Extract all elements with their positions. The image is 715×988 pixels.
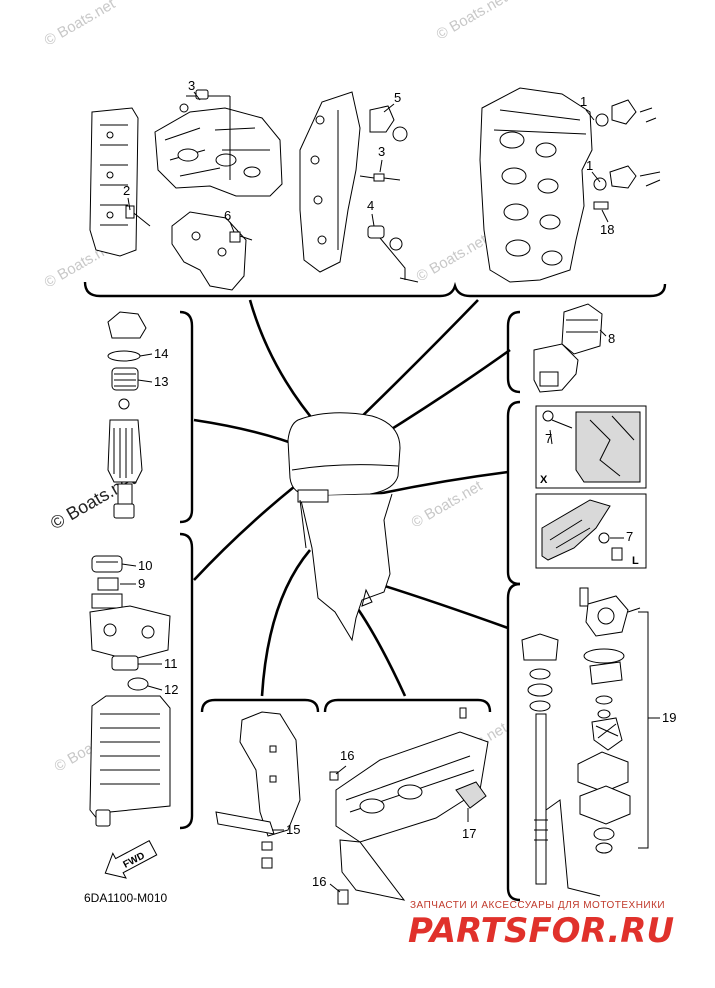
- leader-14: [139, 353, 153, 357]
- leader-1b: [591, 171, 601, 183]
- callout-1-lower: 1: [586, 158, 593, 173]
- leader-5: [383, 103, 395, 113]
- callout-7-x: 7: [545, 431, 552, 446]
- exhaust-cover-assembly: [89, 107, 151, 257]
- leader-bottom-left: [260, 549, 311, 697]
- leader-13: [137, 379, 153, 383]
- callout-8: 8: [608, 331, 615, 346]
- brand-tagline: ЗАПЧАСТИ И АКСЕССУАРЫ ДЛЯ МОТОТЕХНИКИ: [410, 900, 665, 911]
- oil-filter-assembly: [533, 303, 603, 393]
- bracket-bottom-left: [200, 698, 320, 713]
- leader-19: [638, 611, 660, 849]
- callout-9: 9: [138, 576, 145, 591]
- callout-18: 18: [600, 222, 614, 237]
- callout-2: 2: [123, 183, 130, 198]
- cylinder-block-left: [154, 89, 283, 197]
- vapor-separator-assembly: [89, 555, 171, 827]
- callout-6: 6: [224, 208, 231, 223]
- leader-8: [599, 329, 607, 337]
- callout-17: 17: [462, 826, 476, 841]
- leader-18: [601, 209, 609, 223]
- callout-16-lower: 16: [312, 874, 326, 889]
- bracket-top: [83, 281, 667, 298]
- leader-16a: [335, 765, 347, 775]
- leader-16b: [329, 883, 341, 893]
- bracket-left-upper: [179, 310, 194, 524]
- leader-right-bottom: [371, 580, 509, 630]
- callout-3-left: 3: [188, 78, 195, 93]
- bracket-right-bottom: [506, 582, 521, 902]
- driveshaft-assembly: [521, 633, 601, 897]
- callout-12: 12: [164, 682, 178, 697]
- leader-3b: [379, 159, 383, 173]
- bracket-bottom-mid: [323, 698, 492, 713]
- leader-4: [371, 213, 375, 227]
- leader-6: [229, 221, 235, 233]
- bracket-right-top: [506, 310, 521, 394]
- leader-12: [147, 685, 163, 691]
- callout-11: 11: [164, 656, 178, 671]
- callout-16-upper: 16: [340, 748, 354, 763]
- thermostat-cover-plate: [171, 211, 253, 291]
- callout-3-mid: 3: [378, 144, 385, 159]
- leader-top-right: [349, 299, 479, 429]
- water-pump-assembly: [577, 587, 641, 854]
- cylinder-head-right: [479, 87, 661, 283]
- view-label-x: X: [540, 474, 548, 486]
- view-label-l: L: [632, 555, 639, 567]
- callout-14: 14: [154, 346, 168, 361]
- diagram-reference-code: 6DA1100-M010: [84, 891, 167, 905]
- leader-1a: [585, 109, 595, 121]
- lower-unit-gearcase: [329, 707, 489, 905]
- callout-10: 10: [138, 558, 152, 573]
- leader-2: [127, 197, 131, 211]
- callout-7-l: 7: [626, 529, 633, 544]
- callout-13: 13: [154, 374, 168, 389]
- bracket-left-lower: [179, 532, 194, 830]
- leader-10: [121, 563, 137, 567]
- brand-logo: PARTSFOR.RU: [408, 911, 674, 951]
- fuel-filter-assembly: [107, 311, 147, 519]
- callout-1-upper: 1: [580, 94, 587, 109]
- fwd-direction-arrow: FWD: [104, 840, 158, 879]
- callout-19: 19: [662, 710, 676, 725]
- bracket-right-mid: [506, 400, 521, 586]
- clamp-bracket-assembly: [215, 711, 301, 869]
- callout-4: 4: [367, 198, 374, 213]
- callout-5: 5: [394, 90, 401, 105]
- watermark-top-right: © Boats.net: [434, 0, 511, 43]
- leader-7a: [549, 429, 553, 445]
- watermark-top-left: © Boats.net: [42, 0, 119, 49]
- watermark-mid-center: © Boats.net: [414, 231, 491, 285]
- callout-15: 15: [286, 822, 300, 837]
- cylinder-head-mid: [299, 91, 419, 283]
- detail-view-x: [535, 405, 647, 489]
- outboard-motor-outline: [287, 412, 401, 642]
- leader-3a: [193, 91, 201, 101]
- detail-view-l: [535, 493, 647, 569]
- leader-top-left: [248, 299, 321, 429]
